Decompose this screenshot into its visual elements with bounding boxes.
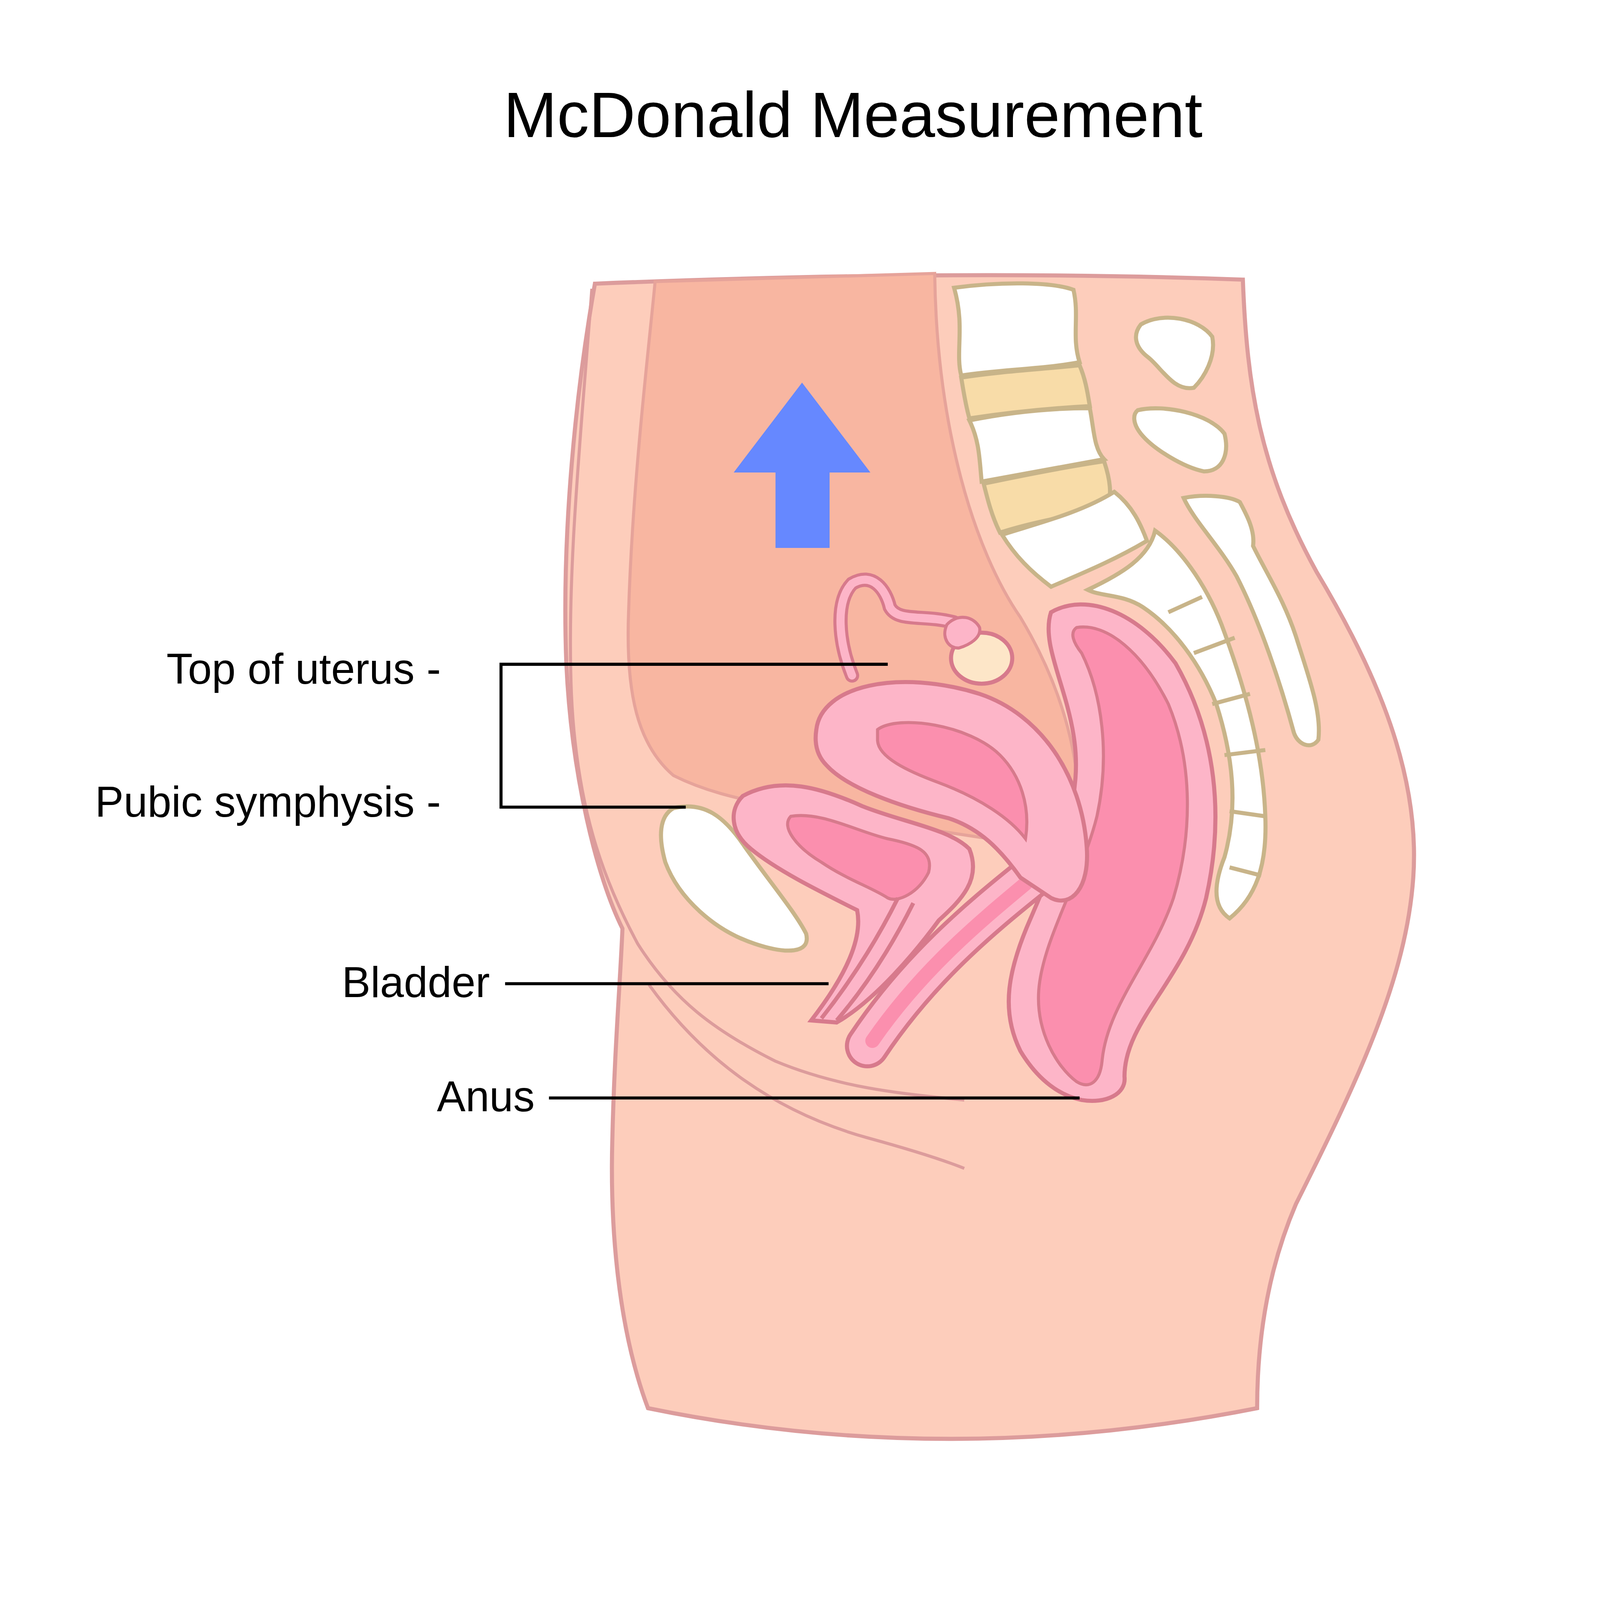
spinous-process xyxy=(1134,408,1226,472)
diagram-title: McDonald Measurement xyxy=(503,78,1203,153)
part-label: Pubic symphysis - xyxy=(95,777,441,827)
fallopian-tube xyxy=(840,579,955,676)
fimbriae xyxy=(945,617,980,649)
spinous-process xyxy=(1183,495,1320,746)
part-label: Bladder xyxy=(341,957,490,1008)
vertebra xyxy=(954,283,1080,376)
fallopian-tube xyxy=(840,579,955,676)
bladder xyxy=(733,785,974,1023)
urethra xyxy=(821,897,913,1021)
spinous-process xyxy=(1135,317,1213,388)
uterus xyxy=(815,682,1087,901)
leader-line xyxy=(549,1096,1080,1100)
measurement-bracket xyxy=(500,664,888,808)
bladder-lumen xyxy=(787,815,930,900)
upward-arrow xyxy=(733,382,871,548)
part-label: Top of uterus - xyxy=(166,644,441,694)
leader-line xyxy=(505,982,829,985)
part-label: Anus xyxy=(436,1072,535,1122)
uterine-cavity xyxy=(877,722,1027,839)
